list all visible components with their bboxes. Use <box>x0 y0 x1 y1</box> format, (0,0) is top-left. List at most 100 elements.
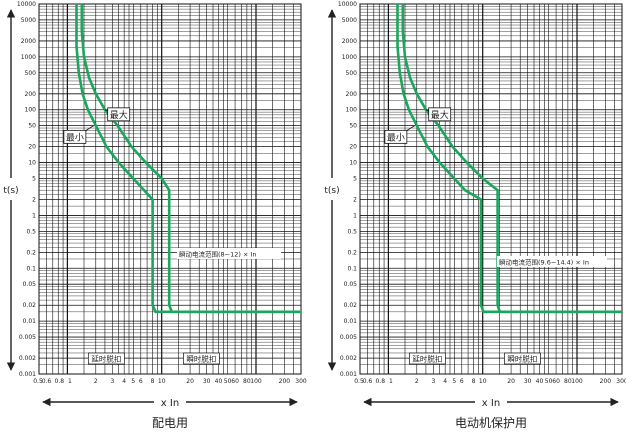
x-axis-label: x In <box>482 398 500 409</box>
y-tick-label: 1000 <box>342 54 357 61</box>
instant-trip-label: 瞬时脱扣 <box>504 352 541 365</box>
trip-curve-min <box>396 4 622 314</box>
x-tick-label: 2 <box>415 378 419 385</box>
instant-trip-label: 瞬时脱扣 <box>183 352 220 365</box>
y-tick-label: 0.5 <box>26 228 36 235</box>
y-tick-label: 0.1 <box>26 265 36 272</box>
delay-trip-label: 延时脱扣 <box>87 352 125 365</box>
y-tick-label: 20 <box>28 144 36 151</box>
y-tick-label: 0.005 <box>19 334 36 341</box>
x-tick-label: 100 <box>250 378 262 385</box>
y-tick-label: 500 <box>25 70 37 77</box>
min-curve-label: 最小 <box>384 125 415 144</box>
zone-label-text: 瞬时脱扣 <box>507 354 537 364</box>
zone-label-box <box>408 352 446 365</box>
chart-panel-2: 100005000200010005002001005020105210.50.… <box>324 1 626 430</box>
y-tick-label: 0.002 <box>340 355 357 362</box>
x-tick-label: 30 <box>203 378 211 385</box>
zone-label-text: 延时脱扣 <box>412 354 442 364</box>
x-tick-label: 6 <box>139 378 143 385</box>
x-tick-label: 0.8 <box>375 378 385 385</box>
chart-caption: 配电用 <box>152 416 188 430</box>
y-tick-label: 0.001 <box>340 371 357 378</box>
x-tick-label: 6 <box>460 378 464 385</box>
y-tick-label: 1 <box>353 212 357 219</box>
x-tick-label: 0.6 <box>42 378 52 385</box>
range-label-text: 瞬动电流范围(9.6~14.4) × In <box>499 258 589 267</box>
y-axis-label: t(s) <box>324 186 339 196</box>
y-tick-label: 0.05 <box>344 281 358 288</box>
y-tick-label: 1000 <box>21 54 36 61</box>
y-tick-label: 0.02 <box>23 302 37 309</box>
y-tick-labels: 100005000200010005002001005020105210.50.… <box>338 1 357 378</box>
y-tick-label: 0.002 <box>19 355 36 362</box>
x-tick-label: 300 <box>295 378 307 385</box>
x-tick-label: 50 <box>224 378 232 385</box>
callout-box <box>63 129 87 144</box>
y-tick-label: 20 <box>349 144 357 151</box>
y-tick-label: 0.2 <box>26 249 36 256</box>
instant-range-label: 瞬动电流范围(8~12) × In <box>177 248 281 259</box>
y-tick-label: 0.05 <box>23 281 37 288</box>
x-tick-label: 5 <box>131 378 135 385</box>
zone-label-box <box>183 352 220 365</box>
x-tick-label: 0.8 <box>54 378 64 385</box>
zone-label-text: 瞬时脱扣 <box>186 354 216 364</box>
trip-curve-min <box>75 4 301 314</box>
range-label-bg <box>177 248 281 259</box>
y-tick-label: 200 <box>346 91 358 98</box>
y-tick-label: 2000 <box>21 38 36 45</box>
x-tick-label: 30 <box>524 378 532 385</box>
zone-label-box <box>504 352 541 365</box>
x-tick-label: 200 <box>279 378 291 385</box>
callout-text: 最小 <box>387 132 405 143</box>
y-tick-label: 200 <box>25 91 37 98</box>
x-tick-label: 50 <box>545 378 553 385</box>
min-curve-label: 最小 <box>63 125 94 144</box>
callout-box <box>428 107 452 122</box>
range-label-text: 瞬动电流范围(8~12) × In <box>179 250 257 259</box>
x-tick-label: 0.5 <box>33 378 43 385</box>
x-axis-label: x In <box>161 398 179 409</box>
x-tick-label: 0.5 <box>354 378 364 385</box>
x-tick-label: 8 <box>151 378 155 385</box>
max-curve-label: 最大 <box>425 107 452 122</box>
x-tick-label: 40 <box>215 378 223 385</box>
chart-panel-1: 100005000200010005002001005020105210.50.… <box>3 1 307 430</box>
y-tick-labels: 100005000200010005002001005020105210.50.… <box>17 1 36 378</box>
x-tick-label: 300 <box>616 378 626 385</box>
callout-text: 最大 <box>431 109 449 121</box>
x-tick-label: 60 <box>231 378 239 385</box>
x-tick-label: 3 <box>110 378 114 385</box>
x-tick-label: 1 <box>68 378 72 385</box>
x-tick-label: 1 <box>389 378 393 385</box>
callout-text: 最大 <box>110 109 128 121</box>
callout-box <box>107 107 131 122</box>
y-tick-label: 500 <box>346 70 358 77</box>
y-tick-label: 10000 <box>338 1 357 8</box>
x-tick-label: 40 <box>536 378 544 385</box>
zone-label-box <box>87 352 125 365</box>
x-tick-label: 2 <box>94 378 98 385</box>
x-tick-label: 3 <box>431 378 435 385</box>
callout-text: 最小 <box>66 132 84 143</box>
y-tick-label: 50 <box>349 123 357 130</box>
y-tick-label: 5 <box>353 175 357 182</box>
chart-caption: 电动机保护用 <box>455 416 527 430</box>
y-tick-label: 0.005 <box>340 334 357 341</box>
y-tick-label: 0.001 <box>19 371 36 378</box>
grid <box>360 4 622 374</box>
x-tick-label: 10 <box>479 378 487 385</box>
y-tick-label: 2 <box>32 197 36 204</box>
zone-label-text: 延时脱扣 <box>91 354 121 364</box>
y-tick-label: 0.01 <box>344 318 358 325</box>
y-tick-label: 2000 <box>342 38 357 45</box>
y-tick-label: 2 <box>353 197 357 204</box>
y-tick-label: 10000 <box>17 1 36 8</box>
max-curve-label: 最大 <box>104 107 131 122</box>
x-tick-label: 10 <box>158 378 166 385</box>
y-tick-label: 0.02 <box>344 302 358 309</box>
